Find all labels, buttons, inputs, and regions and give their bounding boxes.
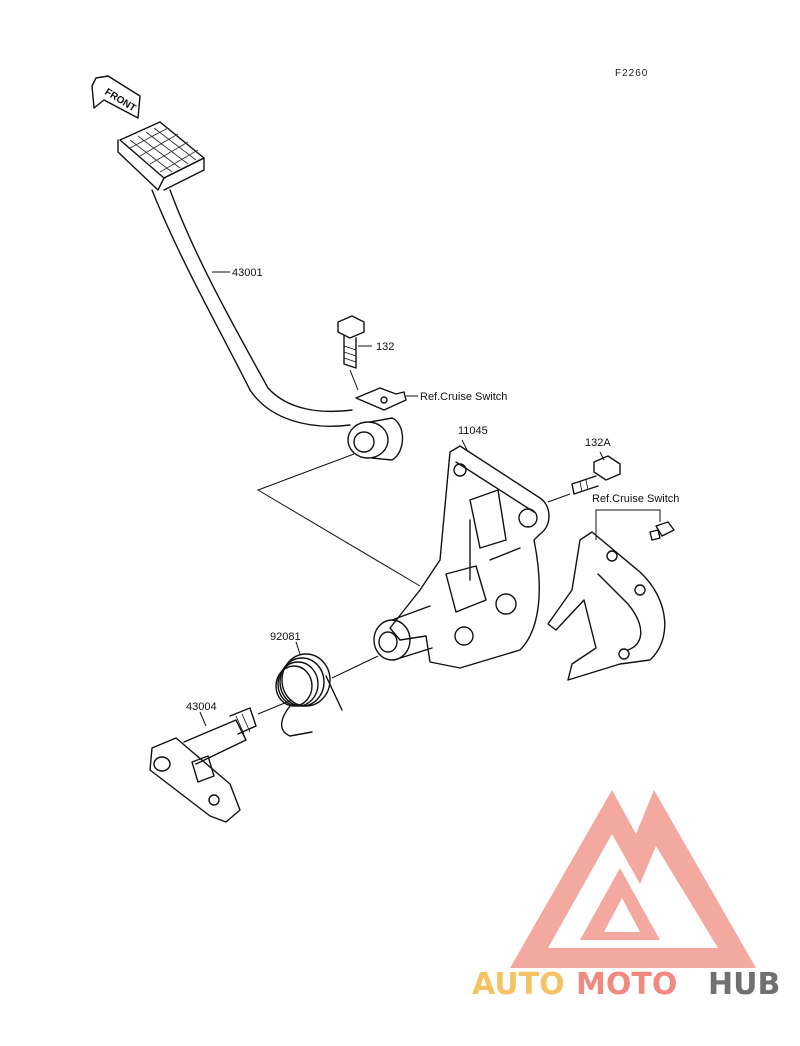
bolt-132a: [547, 451, 621, 503]
label-132: 132: [376, 341, 394, 353]
pivot-shaft: [149, 699, 293, 823]
cruise-switch-bracket-top: [355, 387, 418, 411]
watermark-logo-icon: [510, 790, 756, 968]
label-43004: 43004: [186, 701, 217, 713]
small-screw: [649, 521, 675, 541]
return-spring: [275, 641, 379, 737]
front-arrow-icon: FRONT: [91, 75, 141, 119]
brand-moto: MOTO: [576, 967, 677, 1002]
watermark-brand: AUTO MOTO HUB: [472, 967, 780, 1002]
brake-pedal: [117, 121, 404, 461]
pedal-bracket: [373, 439, 550, 669]
label-92081: 92081: [270, 631, 301, 643]
bolt-132: [337, 315, 372, 391]
cover-plate: [547, 531, 666, 681]
label-cruise-switch-right: Ref.Cruise Switch: [592, 493, 679, 505]
label-cruise-switch-top: Ref.Cruise Switch: [420, 391, 507, 403]
label-43001: 43001: [232, 267, 263, 279]
brand-hub: HUB: [708, 967, 780, 1002]
brand-auto: AUTO: [472, 967, 565, 1002]
diagram-code: F2260: [615, 68, 648, 79]
label-132a: 132A: [585, 437, 611, 449]
label-11045: 11045: [458, 425, 488, 437]
